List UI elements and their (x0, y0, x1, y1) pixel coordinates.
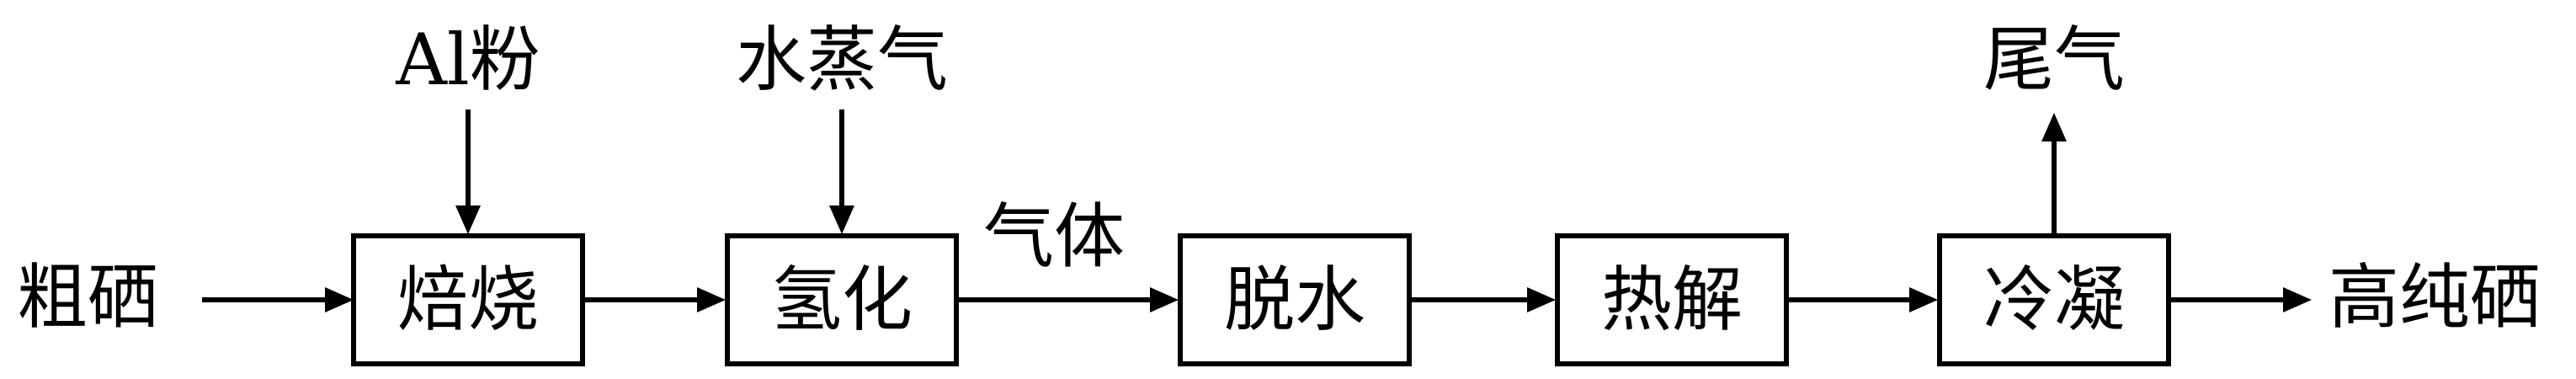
arrow-dehydration-to-pyrolysis (1409, 287, 1556, 312)
step-roasting: 焙烧 (351, 233, 585, 366)
step-box-dehydration (1178, 233, 1412, 366)
output-label: 高纯硒 (2329, 256, 2541, 339)
step-label-dehydration: 脱水 (1224, 259, 1365, 341)
step-condensation: 冷凝 (1937, 233, 2171, 366)
step-pyrolysis: 热解 (1555, 233, 1789, 366)
feed-label-al-powder: Al粉 (395, 19, 540, 101)
step-box-pyrolysis (1555, 233, 1789, 366)
arrow-exhaust (2041, 113, 2067, 236)
step-dehydration: 脱水 (1178, 233, 1412, 366)
input-label: 粗硒 (17, 256, 158, 339)
arrow-condensation-to-output (2169, 287, 2312, 312)
arrow-feed-steam (829, 109, 854, 234)
step-box-condensation (1937, 233, 2171, 366)
arrow-input-to-roasting (202, 287, 354, 312)
arrow-pyrolysis-to-condensation (1786, 287, 1938, 312)
step-label-hydrogenation: 氢化 (771, 259, 913, 341)
arrow-hydrogenation-to-dehydration (956, 287, 1179, 312)
step-label-pyrolysis: 热解 (1601, 259, 1743, 341)
step-label-roasting: 焙烧 (397, 259, 539, 341)
edge-label-gas: 气体 (983, 195, 1125, 278)
feed-label-steam: 水蒸气 (736, 19, 948, 101)
arrow-feed-al-powder (455, 109, 481, 234)
step-box-hydrogenation (725, 233, 959, 366)
exhaust-label-tail-gas: 尾气 (1983, 19, 2125, 101)
step-hydrogenation: 氢化 (725, 233, 959, 366)
arrow-roasting-to-hydrogenation (583, 287, 726, 312)
step-label-condensation: 冷凝 (1983, 259, 2125, 341)
